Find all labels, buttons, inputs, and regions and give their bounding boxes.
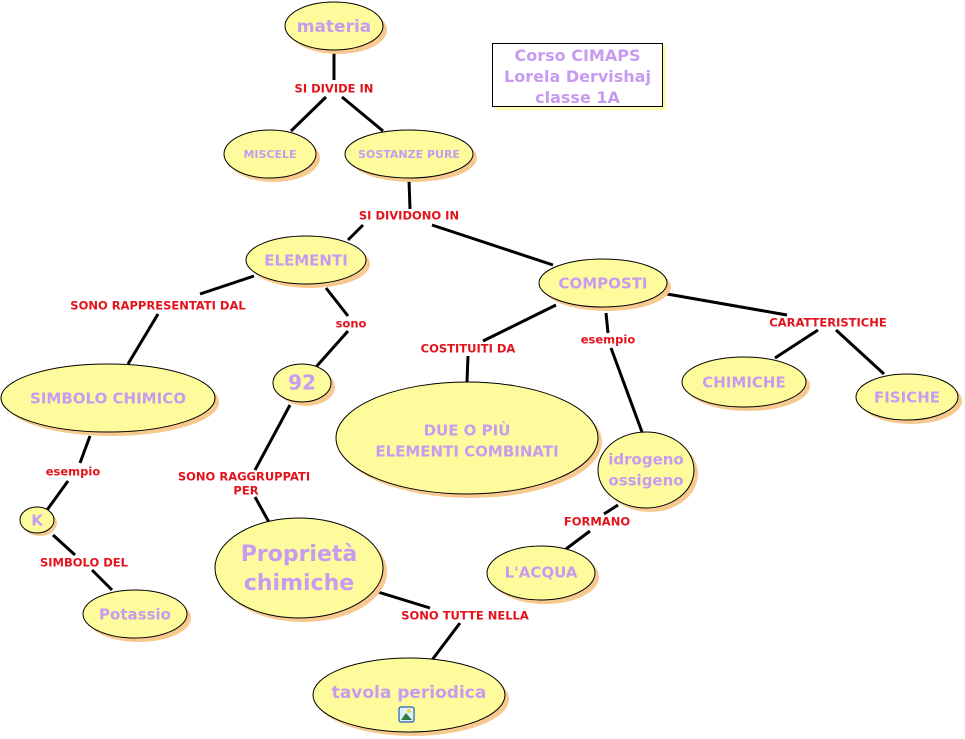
node-tavola-periodica[interactable]: tavola periodica [312,657,509,736]
node-label: K [31,512,44,530]
node-label: idrogeno [608,451,683,469]
node-sostanze-pure[interactable]: SOSTANZE PURE [344,129,477,182]
node-proprieta-chimiche[interactable]: Proprietà chimiche [214,517,387,622]
link-sono-tutte-nella: SONO TUTTE NELLA [401,609,529,623]
link-formano: FORMANO [564,515,630,529]
node-label: COMPOSTI [558,275,647,293]
class-name: classe 1A [535,88,620,107]
node-chimiche[interactable]: CHIMICHE [681,356,810,411]
node-label: SOSTANZE PURE [358,148,460,161]
node-label: SIMBOLO CHIMICO [30,390,186,408]
node-label: 92 [288,371,316,395]
node-label: ELEMENTI [264,252,348,270]
link-simbolo-del: SIMBOLO DEL [40,556,129,570]
node-fisiche[interactable]: FISICHE [855,373,962,424]
node-label: tavola periodica [332,683,487,703]
link-sono-raggruppati: SONO RAGGRUPPATI [178,470,310,484]
link-si-divide-in: SI DIVIDE IN [295,82,374,96]
node-label: FISICHE [874,389,940,407]
node-label: chimiche [244,571,354,596]
link-sono-rappresentati-dal: SONO RAPPRESENTATI DAL [70,299,246,313]
connector-lines [45,50,886,661]
node-label: ELEMENTI COMBINATI [375,443,558,461]
title-box: Corso CIMAPS Lorela Dervishaj classe 1A [492,43,663,107]
node-potassio[interactable]: Potassio [82,589,191,642]
link-costituiti-da: COSTITUITI DA [421,342,516,356]
node-92[interactable]: 92 [272,363,335,406]
node-miscele[interactable]: MISCELE [223,129,320,182]
node-label: DUE O PIÙ [424,421,511,440]
node-k[interactable]: K [19,506,57,536]
link-per: PER [233,484,258,498]
node-materia[interactable]: materia [284,1,387,54]
node-due-o-piu-elementi-combinati[interactable]: DUE O PIÙ ELEMENTI COMBINATI [335,381,602,498]
node-label: materia [297,17,372,37]
link-esempio-composti: esempio [581,333,636,347]
node-label: L'ACQUA [505,564,578,582]
node-label: CHIMICHE [702,374,785,392]
node-lacqua[interactable]: L'ACQUA [486,545,599,604]
node-simbolo-chimico[interactable]: SIMBOLO CHIMICO [0,363,219,436]
image-icon[interactable] [398,706,415,723]
node-label: Proprietà [241,542,358,567]
link-caratteristiche: CARATTERISTICHE [769,316,887,330]
node-composti[interactable]: COMPOSTI [538,258,671,311]
node-elementi[interactable]: ELEMENTI [245,235,370,288]
node-label: ossigeno [608,472,683,490]
link-sono: sono [336,317,367,331]
node-label: Potassio [99,606,171,624]
course-name: Corso CIMAPS [514,46,641,65]
link-si-dividono-in: SI DIVIDONO IN [359,209,459,223]
author-name: Lorela Dervishaj [504,67,651,86]
node-idrogeno-ossigeno[interactable]: idrogeno ossigeno [597,431,698,512]
link-labels: SI DIVIDE IN SI DIVIDONO IN SONO RAPPRES… [40,82,887,623]
node-label: MISCELE [243,148,296,161]
link-esempio: esempio [46,465,101,479]
